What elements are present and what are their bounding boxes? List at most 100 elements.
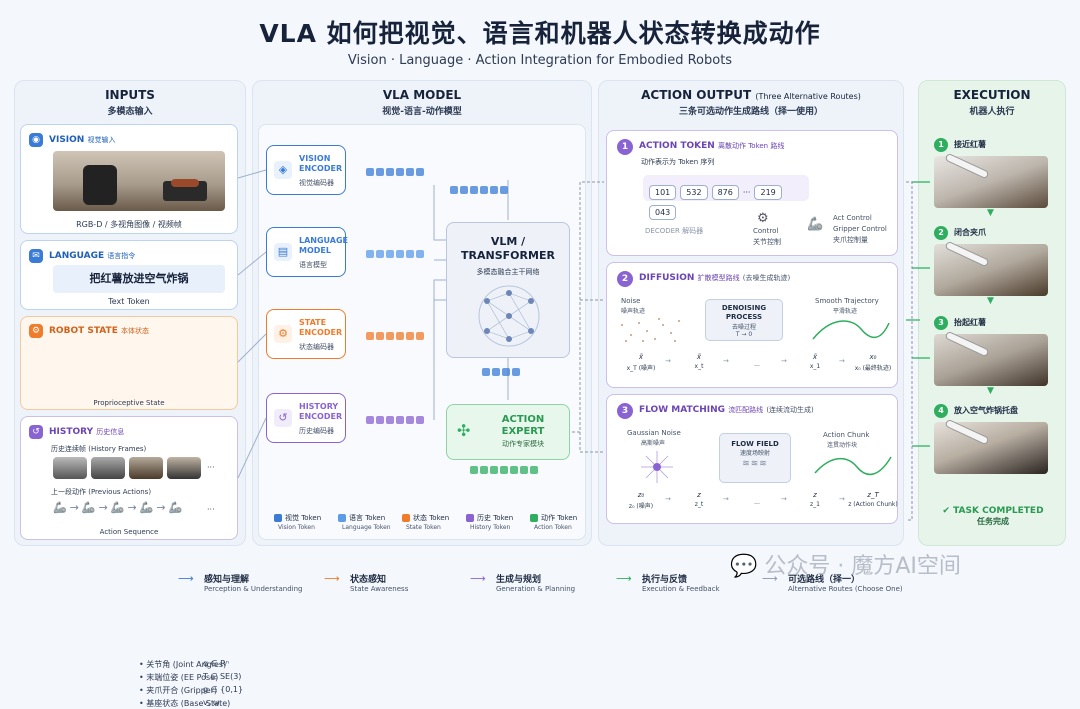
token-square [416,416,424,424]
token-square [386,250,394,258]
encoder-subtitle: 历史编码器 [299,427,334,435]
diffusion-step-arrow: → [723,357,729,365]
route-3-number: 3 [617,403,633,419]
core-subtitle: 多模态融合主干网络 [476,268,540,276]
action-expert: ✣ ACTION EXPERT 动作专家模块 [446,404,570,460]
diffusion-step-arrow: → [665,357,671,365]
token-square [500,466,508,474]
token-square [406,250,414,258]
watermark: 💬 公众号 · 魔方AI空间 [730,548,961,580]
encoder-title: VISION ENCODER [299,154,343,173]
token-square [406,168,414,176]
diffusion-step-bottom: x_T (噪声) [626,365,656,372]
language-caption: Text Token [108,297,150,306]
execution-down-arrow: ▼ [987,296,994,306]
robot-state-label: ROBOT STATE 本体状态 [49,326,149,336]
wechat-icon: 💬 [730,554,758,579]
token-legend-swatch [530,514,538,522]
token-square [376,332,384,340]
token-square [500,186,508,194]
eye-icon: ◉ [29,133,43,147]
action-token: 101 [649,185,677,200]
token-square [492,368,500,376]
token-square [396,250,404,258]
expert-icon: ✣ [457,421,471,440]
history-frame-3 [129,457,163,479]
joint-control-cn: 关节控制 [753,238,781,246]
action-token-row [470,466,538,474]
legend-arrow: ⟶ [762,572,778,585]
check-icon: ✔ [942,506,950,516]
fused-token-row [450,186,508,194]
route-1-number: 1 [617,139,633,155]
execution-step-photo [934,330,1048,386]
token-square [450,186,458,194]
vision-label: VISION 视觉输入 [49,135,116,145]
history-frame-4 [167,457,201,479]
encoder-icon: ◈ [274,161,292,179]
token-square [366,416,374,424]
diffusion-step-bottom: ··· [754,363,760,370]
vision-caption: RGB-D / 多视角图像 / 视频帧 [76,220,182,229]
token-square [490,466,498,474]
state-item-symbol: q ∈ Rⁿ [203,659,229,668]
token-square [366,250,374,258]
flow-step-top: z [697,491,701,499]
token-square [396,416,404,424]
diffusion-step-top: x̃ [696,353,702,361]
execution-step-number: 4 [934,404,948,418]
execution-step-label: 抬起红薯 [954,318,986,327]
inputs-heading: INPUTS 多模态输入 [14,88,246,117]
encoder-subtitle: 语言模型 [299,261,327,269]
token-legend-en: Language Token [342,524,391,531]
token-legend-en: History Token [470,524,511,531]
encoder-icon: ↺ [274,409,292,427]
token-legend-en: Action Token [534,524,572,531]
previous-actions-row: 🦾→🦾→🦾→🦾→🦾 [53,501,186,514]
model-subtitle: 视觉-语言-动作模型 [382,107,462,117]
output-title-note: (Three Alternative Routes) [755,92,861,101]
state-caption: Proprioceptive State [93,399,165,407]
token-legend-cn: 动作 Token [541,514,578,522]
diffusion-step-bottom: x₀ (最终轨迹) [854,365,892,372]
token-legend-cn: 历史 Token [477,514,514,522]
diffusion-step-arrow: → [781,357,787,365]
token-square [480,186,488,194]
flow-field-cn: 速度场映射 [739,450,770,457]
flow-step-bottom: z_1 [810,501,820,508]
legend-sublabel: State Awareness [350,585,409,593]
process-t: T → 0 [735,331,753,338]
smooth-label: Smooth Trajectory [815,297,879,305]
action-token: 532 [680,185,708,200]
flow-step-top: z_T [867,491,879,499]
gripper-icon: 🦾 [807,217,824,232]
route-1-title: ACTION TOKEN 离散动作 Token 路线 [639,141,785,151]
token-square [416,168,424,176]
diffusion-step-arrow: → [839,357,845,365]
smooth-cn: 平滑轨迹 [833,308,858,315]
flow-step-bottom: ··· [754,501,760,508]
state-item-symbol: v, ω [203,698,220,707]
execution-title: EXECUTION [953,88,1031,102]
execution-step-number: 1 [934,138,948,152]
token-square [520,466,528,474]
token-square [482,368,490,376]
kitchen-photo [53,151,225,211]
legend-sublabel: Alternative Routes (Choose One) [788,585,903,593]
token-legend-swatch [338,514,346,522]
token-legend-en: State Token [406,524,441,531]
execution-heading: EXECUTION 机器人执行 [918,88,1066,117]
process-title: DENOISING PROCESS [721,304,767,321]
token-legend-cn: 状态 Token [413,514,450,522]
gripper-label: Gripper Control [833,225,887,233]
state-item-symbol: T ∈ SE(3) [203,672,242,681]
vision-token-row [366,168,424,176]
token-square [376,416,384,424]
inputs-subtitle: 多模态输入 [107,107,153,117]
history-icon: ↺ [29,425,43,439]
history-card: ↺ HISTORY 历史信息 历史连续帧 (History Frames) ··… [20,416,238,540]
legend-arrow: ⟶ [178,572,194,585]
